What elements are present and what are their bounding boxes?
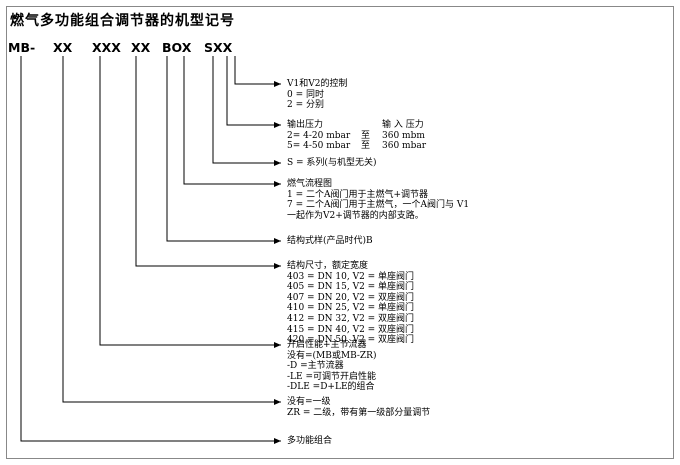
flow-line-1: 1 = 二个A阀门用于主燃气+调节器 (287, 189, 429, 200)
connector-stage (62, 56, 281, 405)
size-line-3: 407 = DN 20, V2 = 双座阀门 (287, 292, 415, 303)
code-segment-xx1: XX (53, 40, 73, 55)
v12-control-block: V1和V2的控制 0 = 同时 2 = 分别 (287, 79, 347, 111)
outlet-row-2-in: 360 mbar (382, 141, 427, 152)
connector-multi (20, 56, 281, 444)
opening-line-3: -LE =可调节开启性能 (287, 371, 376, 382)
stage-title: 没有=一级 (287, 397, 331, 407)
opening-line-1: 没有=(MB或MB-ZR) (287, 350, 377, 361)
connector-structure (166, 56, 281, 244)
size-block: 结构尺寸，额定宽度 403 = DN 10, V2 = 单座阀门 405 = D… (287, 261, 414, 346)
code-segment-xxx: XXX (92, 40, 121, 55)
connector-size (135, 56, 281, 269)
connector-series (212, 56, 281, 166)
outlet-title: 输出压力 (287, 120, 324, 130)
opening-line-4: -DLE =D+LE的组合 (287, 382, 375, 393)
outlet-row-2-to: 至 (361, 141, 371, 152)
size-title: 结构尺寸，额定宽度 (287, 261, 369, 271)
size-line-1: 403 = DN 10, V2 = 单座阀门 (287, 271, 415, 282)
flow-line-2: 7 = 二个A阀门用于主燃气，一个A阀门与 V1 (287, 200, 470, 211)
frame-border (6, 6, 674, 459)
stage-line-1: ZR = 二级，带有第一级部分量调节 (287, 407, 431, 418)
multifunction-block: 多功能组合 (287, 436, 332, 447)
multi-title: 多功能组合 (287, 436, 333, 446)
page-title: 燃气多功能组合调节器的机型记号 (10, 13, 235, 29)
v12-title: V1和V2的控制 (287, 79, 348, 89)
outlet-row-1-in: 360 mbm (382, 130, 425, 141)
flow-title: 燃气流程图 (287, 179, 333, 189)
connector-opening (99, 56, 281, 348)
outlet-row-2-out: 5= 4-50 mbar (287, 141, 351, 152)
stage-block: 没有=一级 ZR = 二级，带有第一级部分量调节 (287, 397, 430, 418)
size-line-5: 412 = DN 32, V2 = 双座阀门 (287, 313, 415, 324)
size-line-6: 415 = DN 40, V2 = 双座阀门 (287, 324, 415, 335)
connector-flow (183, 56, 281, 187)
v12-line-1: 0 = 同时 (287, 89, 324, 100)
series-block: S = 系列(与机型无关) (287, 158, 376, 169)
outlet-row-1-to: 至 (361, 130, 371, 141)
outlet-pressure-block: 输出压力 输 入 压力 2= 4-20 mbar 至 360 mbm 5= 4-… (287, 120, 517, 152)
opening-line-2: -D =主节流器 (287, 361, 344, 372)
size-line-7: 420 = DN 50, V2 = 双座阀门 (287, 335, 415, 346)
code-segment-box: BOX (162, 40, 192, 55)
structure-block: 结构式样(产品时代)B (287, 236, 373, 247)
outlet-row-1-out: 2= 4-20 mbar (287, 130, 351, 141)
v12-line-2: 2 = 分别 (287, 100, 324, 111)
gas-flow-block: 燃气流程图 1 = 二个A阀门用于主燃气+调节器 7 = 二个A阀门用于主燃气，… (287, 179, 469, 221)
code-segment-xx2: XX (131, 40, 151, 55)
connector-v12 (234, 56, 281, 87)
connector-outlet (226, 56, 281, 128)
structure-title: 结构式样(产品时代)B (287, 236, 373, 246)
inlet-title: 输 入 压力 (382, 120, 424, 130)
opening-block: 开启性能+主节流器 没有=(MB或MB-ZR) -D =主节流器 -LE =可调… (287, 340, 376, 393)
code-segment-sxx: SXX (204, 40, 233, 55)
flow-line-3: 一起作为V2+调节器的内部支路。 (287, 210, 424, 221)
size-line-4: 410 = DN 25, V2 = 单座阀门 (287, 303, 415, 314)
code-segment-mb: MB- (8, 40, 36, 55)
series-title: S = 系列(与机型无关) (287, 158, 377, 168)
opening-title: 开启性能+主节流器 (287, 340, 367, 350)
size-line-2: 405 = DN 15, V2 = 单座阀门 (287, 282, 415, 293)
